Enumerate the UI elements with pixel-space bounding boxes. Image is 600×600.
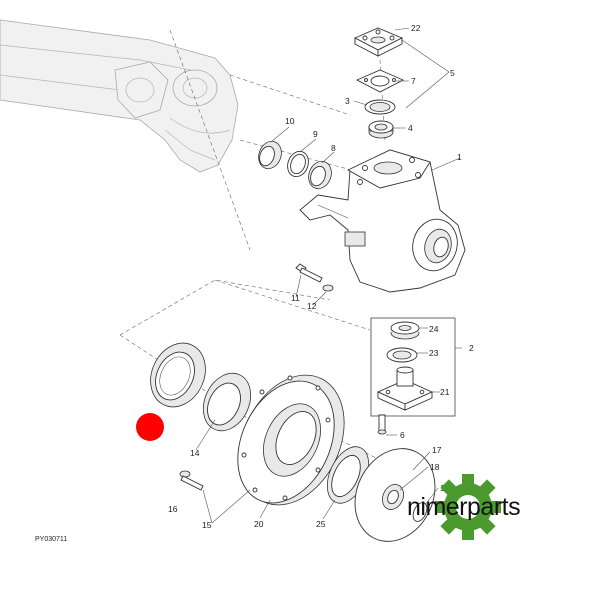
seal-part-9 <box>287 150 309 178</box>
gasket-part-7 <box>355 69 405 93</box>
callout-7: 7 <box>411 76 416 86</box>
callout-14: 14 <box>190 448 200 458</box>
axle-housing-ghost <box>0 19 239 173</box>
seal-part-23 <box>386 347 418 363</box>
seal-part-13 <box>150 342 206 408</box>
red-marker-dot <box>136 413 164 441</box>
top-plate-part-22 <box>353 27 404 57</box>
brand-name: nimerparts <box>407 493 520 521</box>
callout-24: 24 <box>429 324 439 334</box>
callout-2: 2 <box>469 343 474 353</box>
leader-lines <box>195 27 461 524</box>
bearing-part-14 <box>202 372 252 432</box>
wheel-stud-part-16 <box>179 470 204 491</box>
bolt-part-6 <box>377 414 387 435</box>
washer-part-18 <box>382 484 404 510</box>
wheel-hub-part-20 <box>237 374 345 506</box>
callout-11: 11 <box>291 293 300 303</box>
callout-1: 1 <box>457 152 462 162</box>
callout-21: 21 <box>440 387 450 397</box>
callout-6: 6 <box>400 430 405 440</box>
bearing-part-24 <box>390 321 420 340</box>
steering-knuckle-part-1 <box>299 149 466 293</box>
callout-labels: 22 5 7 3 4 10 9 8 1 11 12 2 24 23 21 6 1… <box>168 23 474 530</box>
bolt-part-11 <box>295 263 323 283</box>
callout-12: 12 <box>307 301 317 311</box>
seal-part-10 <box>258 140 282 170</box>
callout-15: 15 <box>202 520 212 530</box>
callout-18: 18 <box>430 462 440 472</box>
callout-3: 3 <box>345 96 350 106</box>
snap-ring-part-19 <box>412 502 428 522</box>
bearing-part-8 <box>308 160 332 190</box>
callout-22: 22 <box>411 23 421 33</box>
pivot-cap-part-21 <box>376 366 434 411</box>
callout-5: 5 <box>450 68 455 78</box>
callout-4: 4 <box>408 123 413 133</box>
callout-16: 16 <box>168 504 178 514</box>
callout-8: 8 <box>331 143 336 153</box>
callout-25: 25 <box>316 519 326 529</box>
callout-9: 9 <box>313 129 318 139</box>
callout-23: 23 <box>429 348 439 358</box>
callout-17: 17 <box>432 445 442 455</box>
washer-part-12 <box>322 284 334 292</box>
bearing-part-4 <box>368 120 394 139</box>
callout-10: 10 <box>285 116 295 126</box>
seal-part-3 <box>364 99 396 115</box>
callout-20: 20 <box>254 519 264 529</box>
figure-code: PY030711 <box>35 536 67 543</box>
kit-box-part-2 <box>370 317 462 417</box>
